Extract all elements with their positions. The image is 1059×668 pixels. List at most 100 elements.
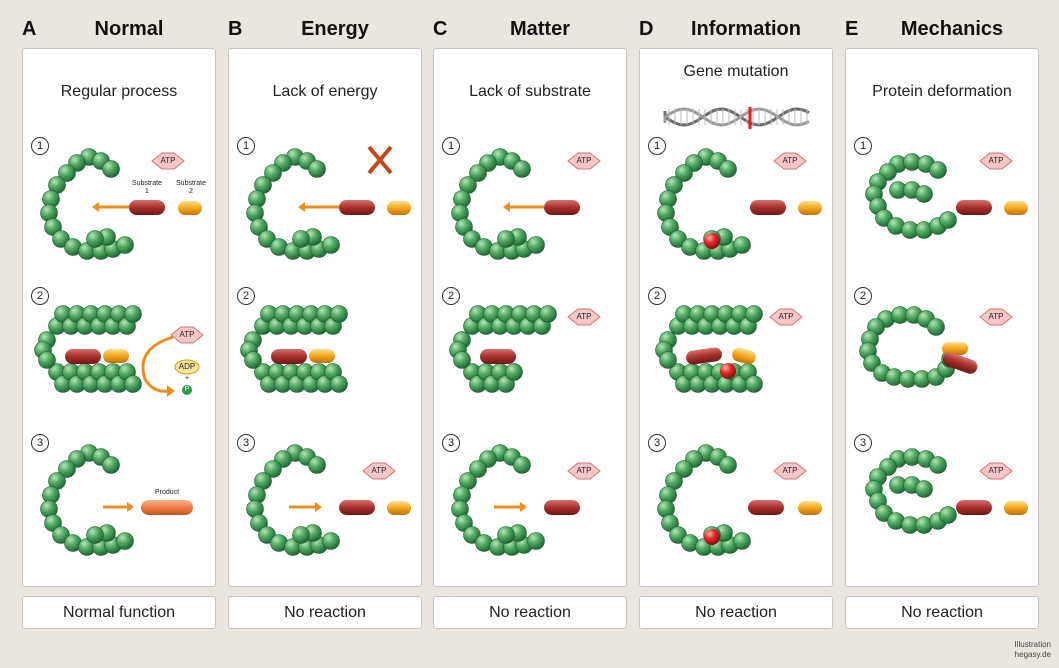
- column-letter: D: [639, 18, 654, 40]
- substrate-1: [750, 200, 786, 215]
- substrate-2: [103, 349, 129, 363]
- protein: [657, 444, 751, 556]
- column-letter: B: [228, 18, 243, 40]
- atp-icon: [979, 308, 1013, 326]
- atp-icon: [151, 152, 185, 170]
- product: [141, 500, 193, 515]
- process-illustration: [859, 152, 1028, 534]
- credit-line1: Illustration: [1014, 640, 1051, 649]
- protein: [246, 444, 340, 556]
- column-title: Mechanics: [900, 18, 1004, 40]
- atp-label: ATP: [778, 312, 794, 321]
- mutation-marker: [704, 233, 720, 249]
- arrow-into-site: [92, 202, 133, 212]
- step-number: 3: [854, 434, 872, 452]
- scenario-subtitle: Protein deformation: [872, 83, 1012, 100]
- step-number: 1: [237, 137, 255, 155]
- substrate-1: [339, 200, 375, 215]
- cross-icon: [367, 145, 393, 175]
- substrate-1: [129, 200, 165, 215]
- atp-icon: [567, 462, 601, 480]
- atp-label: ATP: [576, 466, 592, 475]
- result-label: No reaction: [228, 596, 422, 629]
- atp-icon: [773, 152, 807, 170]
- substrate-2: [732, 347, 756, 365]
- atp-label: ATP: [179, 330, 195, 339]
- atp-icon: [362, 462, 396, 480]
- substrate-1: [544, 200, 580, 215]
- atp-label: ATP: [576, 156, 592, 165]
- atp-icon: [567, 152, 601, 170]
- atp-label: ATP: [782, 156, 798, 165]
- arrow-into-site: [503, 202, 544, 212]
- process-illustration: [240, 145, 411, 556]
- phosphate-icon: [182, 385, 192, 395]
- step-number: 3: [648, 434, 666, 452]
- protein: [34, 305, 142, 393]
- substrate-2: [178, 201, 202, 215]
- scenario-subtitle: Lack of energy: [272, 83, 378, 100]
- protein: [40, 444, 134, 556]
- protein-deformed: [865, 448, 957, 534]
- step-number: 1: [31, 137, 49, 155]
- atp-icon: [170, 326, 204, 344]
- result-label: No reaction: [433, 596, 627, 629]
- protein: [240, 305, 348, 393]
- protein: [451, 148, 545, 260]
- substrate-2: [387, 501, 411, 515]
- arrow-out-of-site: [289, 502, 322, 512]
- column-title: Information: [691, 18, 801, 40]
- step-number: 3: [442, 434, 460, 452]
- atp-icon: [979, 152, 1013, 170]
- step-number: 2: [31, 287, 49, 305]
- arrow-out-of-site: [494, 502, 527, 512]
- energy-arrow: [141, 335, 175, 397]
- dna-helix-icon: [663, 107, 810, 129]
- substrate-1: [271, 349, 307, 364]
- protein: [655, 305, 763, 393]
- mutation-marker: [704, 529, 720, 545]
- substrate-2: [798, 201, 822, 215]
- atp-label: ATP: [782, 466, 798, 475]
- illustration-credit: Illustration hegasy.de: [1015, 640, 1051, 660]
- step-number: 3: [237, 434, 255, 452]
- protein-deformed: [865, 153, 957, 239]
- atp-label: ATP: [988, 156, 1004, 165]
- atp-icon: [979, 462, 1013, 480]
- mutation-marker: [720, 363, 736, 379]
- column-title: Energy: [301, 18, 369, 40]
- substrate-1: [480, 349, 516, 364]
- product-label: Product: [154, 489, 180, 496]
- substrate-1: [956, 200, 992, 215]
- column-letter: C: [433, 18, 448, 40]
- atp-label: ATP: [371, 466, 387, 475]
- arrow-out-of-site: [103, 502, 134, 512]
- substrate-2: [1004, 501, 1028, 515]
- protein: [246, 148, 340, 260]
- credit-line2: hegasy.de: [1014, 650, 1051, 659]
- substrate-1: [956, 500, 992, 515]
- scenario-subtitle: Regular process: [60, 83, 178, 100]
- adp-label: ADP: [178, 362, 196, 371]
- atp-icon: [567, 308, 601, 326]
- scenario-subtitle: Gene mutation: [683, 63, 789, 80]
- atp-label: ATP: [160, 156, 176, 165]
- atp-label: ATP: [988, 312, 1004, 321]
- step-number: 1: [442, 137, 460, 155]
- substrate-1: [686, 347, 722, 365]
- substrate-1: [942, 352, 978, 374]
- substrate-2: [798, 501, 822, 515]
- step-number: 3: [31, 434, 49, 452]
- column-title: Matter: [509, 18, 570, 40]
- substrate-2: [942, 342, 968, 355]
- substrate-1: [544, 500, 580, 515]
- result-label: Normal function: [22, 596, 216, 629]
- scenario-subtitle: Lack of substrate: [469, 83, 591, 100]
- protein: [451, 444, 545, 556]
